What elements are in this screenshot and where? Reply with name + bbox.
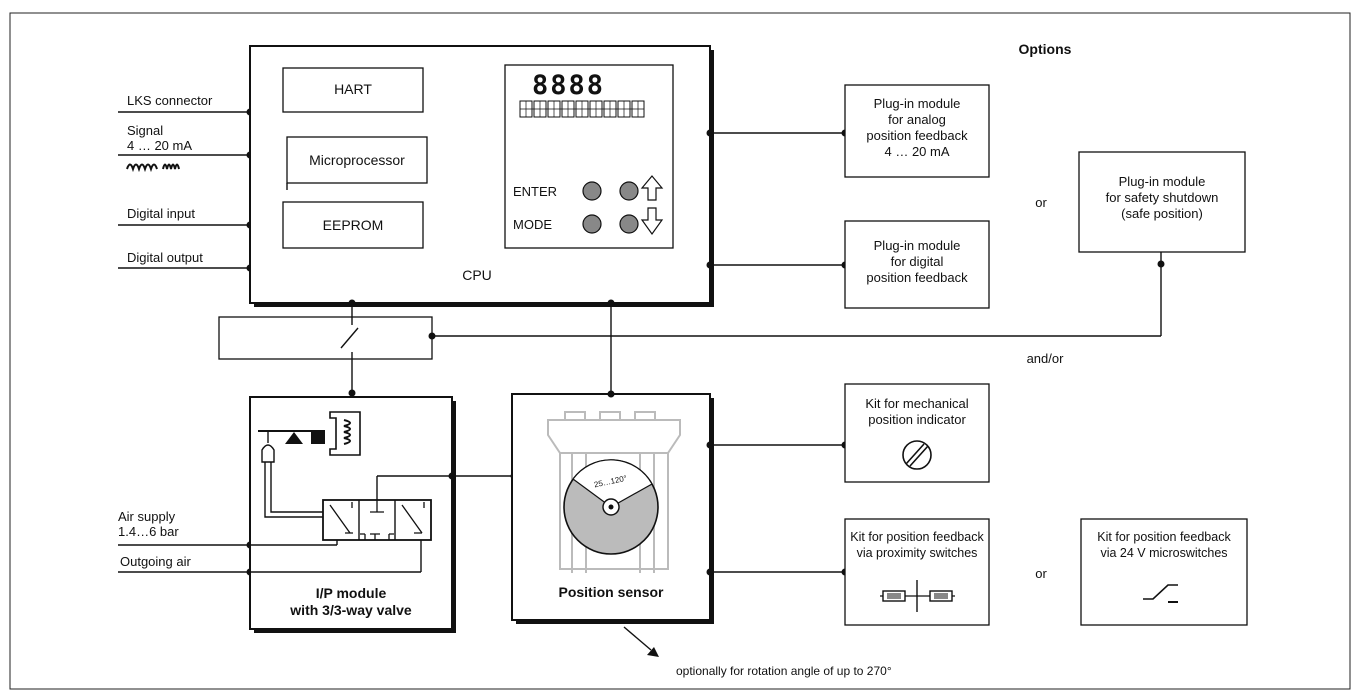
proximity-switches-box xyxy=(844,518,990,626)
ip-module-subtitle: with 3/3-way valve xyxy=(289,602,412,618)
option-wires xyxy=(706,129,849,576)
eeprom-label: EEPROM xyxy=(323,217,384,233)
options-title: Options xyxy=(1019,41,1072,57)
position-indicator-icon xyxy=(902,440,932,470)
microswitches-box xyxy=(1080,518,1248,626)
position-sensor-title: Position sensor xyxy=(558,584,664,600)
ip-module-block xyxy=(249,396,518,633)
digital-feedback-line1: Plug-in module xyxy=(874,238,961,253)
hart-box xyxy=(282,67,424,113)
safety-switch-block xyxy=(218,260,1165,397)
mode-label: MODE xyxy=(513,217,552,232)
safety-shutdown-line2: for safety shutdown xyxy=(1106,190,1219,205)
digital-input-label: Digital input xyxy=(127,206,195,221)
enter-button xyxy=(582,181,602,201)
safety-shutdown-box xyxy=(1078,151,1246,253)
digital-feedback-line3: position feedback xyxy=(866,270,968,285)
position-sensor-block: 25…120° xyxy=(511,299,714,624)
proximity-switches-line2: via proximity switches xyxy=(857,546,978,560)
proximity-switches-line1: Kit for position feedback xyxy=(850,530,984,544)
note-arrow-line xyxy=(623,626,652,651)
digital-feedback-box xyxy=(844,220,990,309)
digital-feedback-line2: for digital xyxy=(891,254,944,269)
air-supply-pressure-label: 1.4…6 bar xyxy=(118,524,179,539)
microswitches-line1: Kit for position feedback xyxy=(1097,530,1231,544)
cpu-label: CPU xyxy=(462,267,492,283)
matrix-display xyxy=(519,100,645,118)
up-button xyxy=(619,181,639,201)
microprocessor-label: Microprocessor xyxy=(309,152,405,168)
signal-range-label: 4 … 20 mA xyxy=(127,138,192,153)
analog-feedback-line1: Plug-in module xyxy=(874,96,961,111)
lks-connector-label: LKS connector xyxy=(127,93,213,108)
safety-shutdown-line1: Plug-in module xyxy=(1119,174,1206,189)
and-or-label: and/or xyxy=(1027,351,1065,366)
air-supply-label: Air supply xyxy=(118,509,176,524)
safety-shutdown-line3: (safe position) xyxy=(1121,206,1203,221)
signal-label: Signal xyxy=(127,123,163,138)
note-arrow-icon xyxy=(647,647,659,657)
microprocessor-box xyxy=(286,136,428,184)
signal-waveform-icon xyxy=(126,163,180,173)
eeprom-box xyxy=(282,201,424,249)
mode-button xyxy=(582,214,602,234)
outgoing-air-label: Outgoing air xyxy=(120,554,191,569)
outer-frame xyxy=(9,12,1351,690)
down-arrow-icon xyxy=(640,207,664,236)
analog-feedback-line4: 4 … 20 mA xyxy=(884,144,949,159)
or-label-1: or xyxy=(1035,195,1047,210)
enter-label: ENTER xyxy=(513,184,557,199)
proximity-switch-icon xyxy=(880,580,955,612)
up-arrow-icon xyxy=(640,175,664,201)
microswitch-icon xyxy=(1143,584,1178,603)
microswitches-line2: via 24 V microswitches xyxy=(1100,546,1227,560)
analog-feedback-line3: position feedback xyxy=(866,128,968,143)
mechanical-indicator-line1: Kit for mechanical xyxy=(865,396,968,411)
digital-output-label: Digital output xyxy=(127,250,203,265)
rotation-angle-note: optionally for rotation angle of up to 2… xyxy=(676,664,892,678)
hart-label: HART xyxy=(334,81,372,97)
down-button xyxy=(619,214,639,234)
or-label-2: or xyxy=(1035,566,1047,581)
segment-display: 8888 xyxy=(532,70,605,101)
analog-feedback-box xyxy=(844,84,990,178)
mechanical-indicator-line2: position indicator xyxy=(868,412,966,427)
ip-module-title: I/P module xyxy=(316,585,387,601)
analog-feedback-line2: for analog xyxy=(888,112,946,127)
